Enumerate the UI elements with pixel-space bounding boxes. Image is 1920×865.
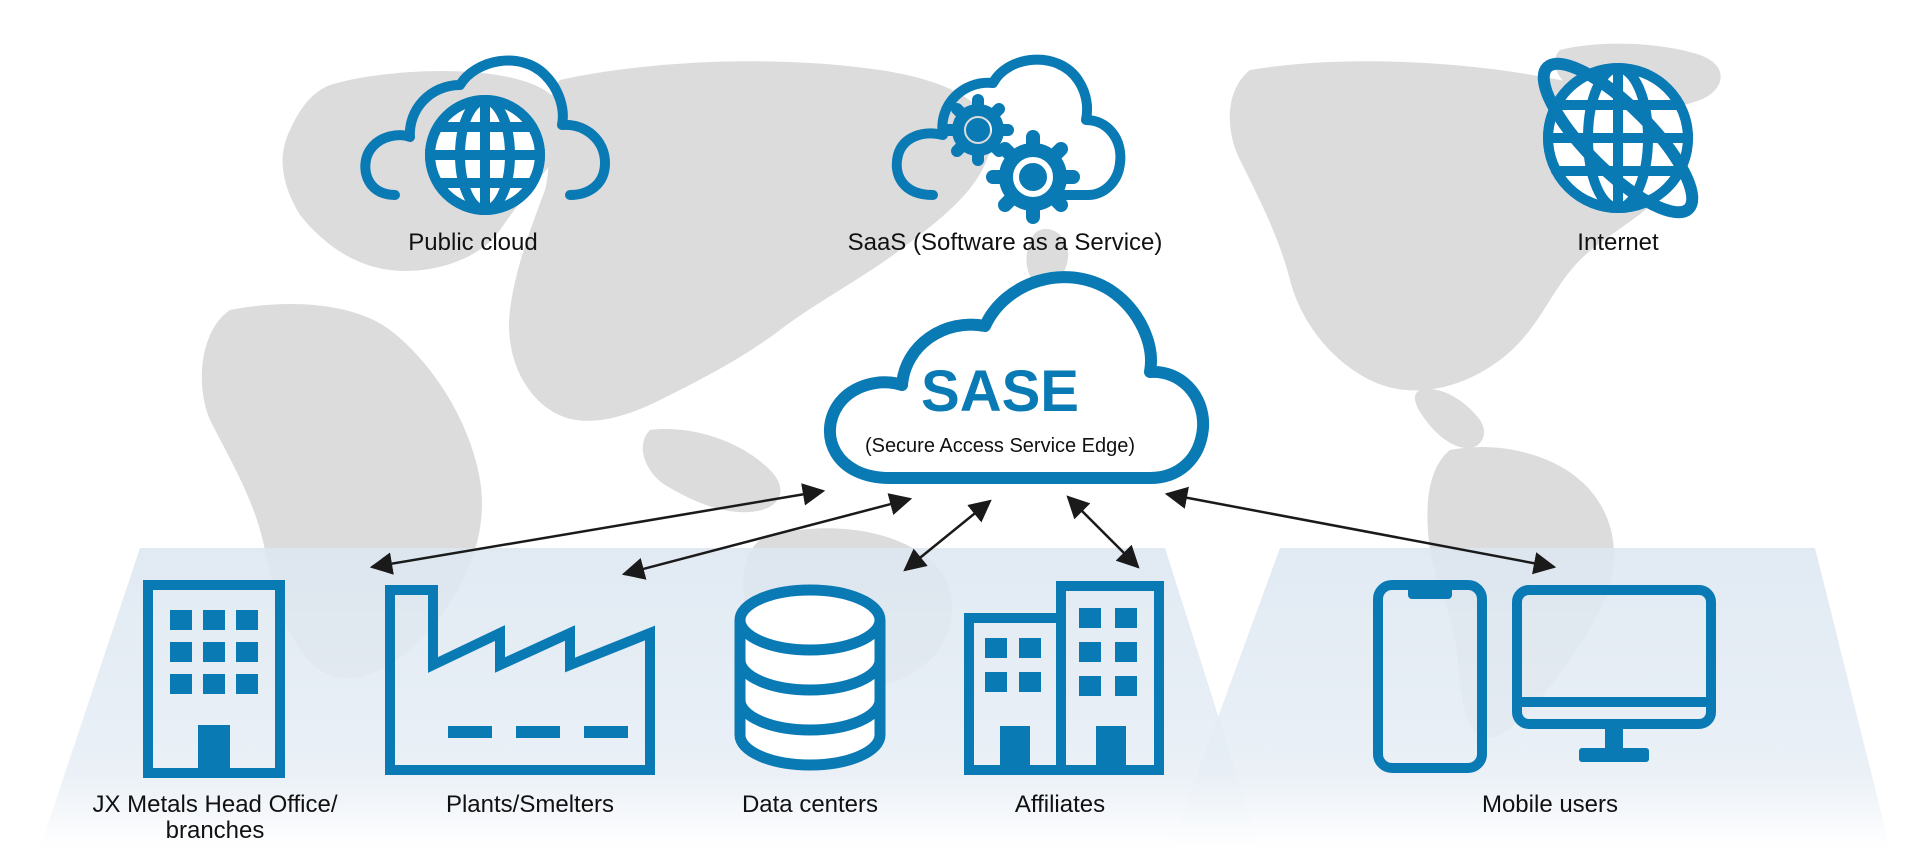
cloud-globe-icon: [360, 55, 610, 215]
globe-orbit-icon: [1537, 57, 1699, 219]
office-building-icon: [143, 580, 285, 778]
head-office-label-line1: JX Metals Head Office/: [92, 791, 338, 818]
arrow-data-centers: [903, 499, 992, 572]
map-asia: [509, 61, 992, 421]
monitor-icon: [1512, 585, 1716, 762]
sase-subtitle: (Secure Access Service Edge): [864, 435, 1136, 457]
smartphone-icon: [1373, 580, 1487, 773]
buildings-icon: [964, 581, 1164, 775]
affiliates-label: Affiliates: [1014, 791, 1106, 818]
map-central-america: [1414, 389, 1485, 449]
head-office-label-line2: branches: [165, 817, 265, 844]
connection-arrows: [369, 483, 1557, 580]
arrow-mobile-users: [1164, 486, 1557, 575]
cloud-gears-icon: [891, 54, 1126, 224]
sase-cloud-icon: [823, 271, 1210, 484]
plants-smelters-label: Plants/Smelters: [445, 791, 615, 818]
database-icon: [734, 584, 886, 771]
mobile-users-label: Mobile users: [1481, 791, 1619, 818]
internet-label: Internet: [1577, 229, 1659, 256]
saas-label: SaaS (Software as a Service): [847, 229, 1163, 256]
large-gear: [986, 130, 1080, 224]
map-southeast-asia: [642, 429, 781, 513]
public-cloud-label: Public cloud: [408, 229, 538, 256]
factory-icon: [385, 585, 655, 775]
data-centers-label: Data centers: [741, 791, 879, 818]
sase-title: SASE: [921, 359, 1079, 424]
arrow-affiliates: [1066, 495, 1140, 569]
arrow-plants: [621, 493, 913, 580]
